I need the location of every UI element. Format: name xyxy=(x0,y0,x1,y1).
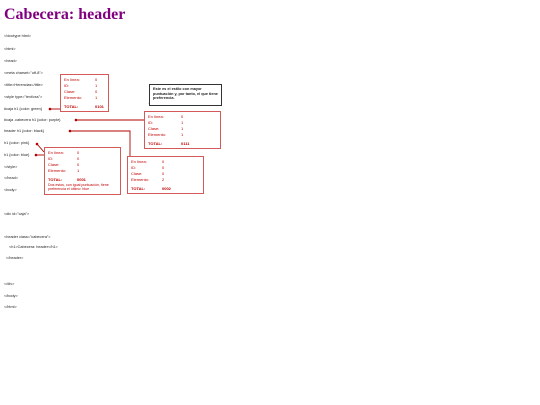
label-id: ID: xyxy=(64,83,70,88)
value-clase: 0 xyxy=(77,162,80,167)
value-total: 0111 xyxy=(181,141,190,146)
value-clase: 0 xyxy=(95,89,98,94)
code-line: </style> xyxy=(4,165,18,169)
label-elemento: Elemento: xyxy=(48,168,67,173)
arrow-dot xyxy=(74,118,78,122)
code-line-rule-black: header h1 {color: black} xyxy=(4,129,44,133)
value-total: 0001 xyxy=(77,177,86,182)
code-line: </header> xyxy=(6,256,24,260)
label-inline: En línea: xyxy=(148,114,164,119)
value-elemento: 1 xyxy=(95,95,98,100)
specificity-box-1: En línea: 0 ID: 1 Clase: 0 Elemento: 1 T… xyxy=(60,74,109,112)
code-line: <div id="caja"> xyxy=(4,212,30,216)
arrow-dot xyxy=(48,107,52,111)
label-clase: Clase: xyxy=(148,126,160,131)
tie-note: Dos estos, con igual puntuación, tiene p… xyxy=(48,183,109,192)
arrow-dot xyxy=(35,142,39,146)
code-line: <body> xyxy=(4,188,17,192)
label-elemento: Elemento: xyxy=(131,177,150,182)
code-line: </head> xyxy=(4,176,18,180)
code-line: </html> xyxy=(4,305,17,309)
value-elemento: 2 xyxy=(162,177,165,182)
code-line: <head> xyxy=(4,59,17,63)
code-line: <header class="cabecera"> xyxy=(4,235,51,239)
label-id: ID: xyxy=(131,165,137,170)
specificity-box-2: En línea: 0 ID: 1 Clase: 1 Elemento: 1 T… xyxy=(144,111,221,149)
label-clase: Clase: xyxy=(48,162,60,167)
value-total: 0101 xyxy=(95,104,104,109)
value-id: 1 xyxy=(95,83,98,88)
value-elemento: 1 xyxy=(77,168,80,173)
label-id: ID: xyxy=(148,120,154,125)
label-id: ID: xyxy=(48,156,54,161)
page-title: Cabecera: header xyxy=(4,6,126,23)
value-id: 0 xyxy=(77,156,80,161)
label-elemento: Elemento: xyxy=(64,95,83,100)
code-line-rule-purple: #caja .cabecera h1 {color: purple} xyxy=(4,118,61,122)
arrow-box4 xyxy=(70,130,131,156)
label-clase: Clase: xyxy=(64,89,76,94)
code-line: <html> xyxy=(4,47,16,51)
code-line: <meta charset="utf-8"> xyxy=(4,71,43,75)
code-line: </div> xyxy=(4,282,15,286)
arrow-box3-pink xyxy=(36,143,45,153)
label-inline: En línea: xyxy=(64,77,80,82)
label-total: TOTAL: xyxy=(48,177,63,182)
code-line: <!doctype html> xyxy=(4,34,32,38)
label-elemento: Elemento: xyxy=(148,132,167,137)
callout-box: Este es el estilo con mayor puntuación y… xyxy=(149,84,222,106)
value-id: 1 xyxy=(181,120,184,125)
label-total: TOTAL: xyxy=(148,141,163,146)
label-inline: En línea: xyxy=(131,159,147,164)
callout-text: Este es el estilo con mayor puntuación y… xyxy=(153,87,218,101)
value-inline: 0 xyxy=(95,77,98,82)
value-clase: 1 xyxy=(181,126,184,131)
value-elemento: 1 xyxy=(181,132,184,137)
label-inline: En línea: xyxy=(48,150,64,155)
specificity-box-4: En línea: 0 ID: 0 Clase: 0 Elemento: 2 T… xyxy=(127,156,204,194)
value-id: 0 xyxy=(162,165,165,170)
arrow-dot xyxy=(68,129,72,133)
label-total: TOTAL: xyxy=(131,186,146,191)
value-inline: 0 xyxy=(181,114,184,119)
value-clase: 0 xyxy=(162,171,165,176)
code-line-rule-pink: h1 {color: pink} xyxy=(4,141,30,145)
code-line: <style type="text/css"> xyxy=(4,95,43,99)
value-inline: 0 xyxy=(77,150,80,155)
arrow-dot xyxy=(34,153,38,157)
label-total: TOTAL: xyxy=(64,104,79,109)
code-line: </body> xyxy=(4,294,18,298)
code-line: <h1>Cabecera: header</h1> xyxy=(9,245,58,249)
specificity-box-3: En línea: 0 ID: 0 Clase: 0 Elemento: 1 T… xyxy=(44,147,121,195)
label-clase: Clase: xyxy=(131,171,143,176)
value-inline: 0 xyxy=(162,159,165,164)
code-line-rule-blue: h1 {color: blue} xyxy=(4,153,30,157)
code-line-rule-green: #caja h1 {color: green} xyxy=(4,107,42,111)
value-total: 0002 xyxy=(162,186,171,191)
code-line: <title>Herencias</title> xyxy=(4,83,43,87)
